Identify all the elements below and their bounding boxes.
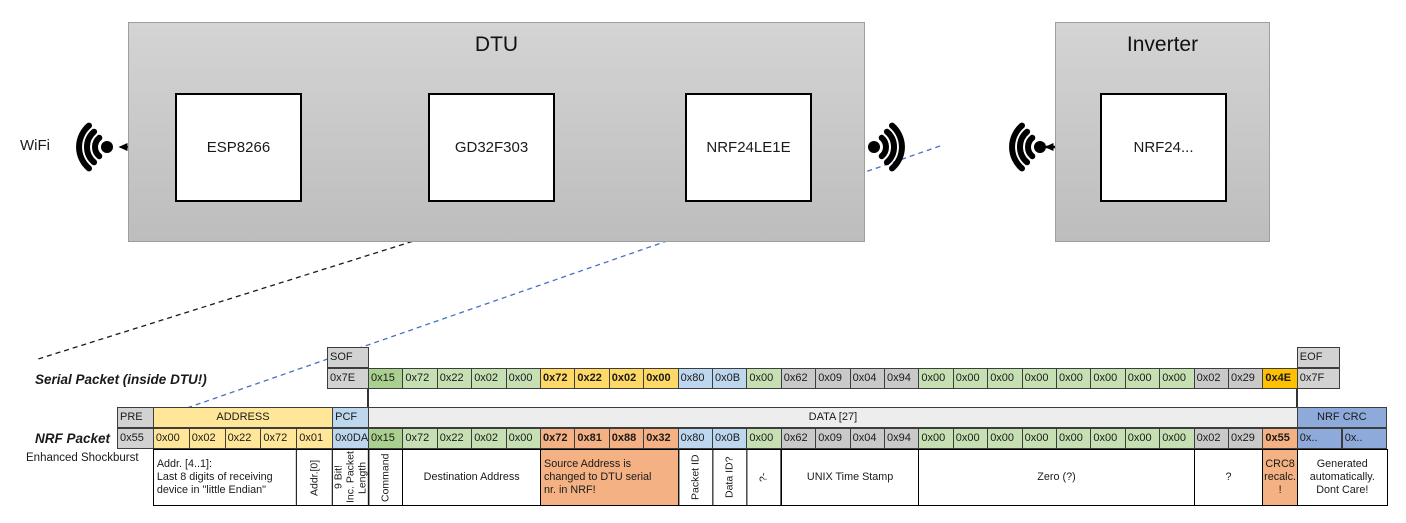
nrf-byte-cell: 0x81 (574, 428, 610, 449)
annotation-cell: CRC8 recalc. ! (1262, 449, 1298, 506)
serial-byte-cell: 0x80 (677, 368, 713, 389)
eof-header-cell: EOF (1296, 347, 1340, 368)
annotation-cell: 9 Bit! Inc. Packet Length (332, 449, 369, 506)
annotation-cell: Destination Address (402, 449, 541, 506)
serial-byte-cell: 0x00 (987, 368, 1023, 389)
wifi-signal-icon-inverter (1009, 122, 1046, 172)
nrf-byte-cell: 0x80 (677, 428, 713, 449)
nrf-byte-cell: 0x32 (643, 428, 679, 449)
nrf-byte-cell: 0x00 (1124, 428, 1161, 449)
nrf-header-cell: ADDRESS (152, 407, 334, 428)
annotation-cell: Addr. [4..1]: Last 8 digits of receiving… (152, 449, 298, 506)
nrf-prefix-cell: 0x72 (260, 428, 298, 449)
serial-byte-cell: 0x00 (1021, 368, 1057, 389)
nrf-byte-cell: 0x88 (608, 428, 645, 449)
node-esp8266: ESP8266 (175, 93, 302, 202)
serial-byte-cell: 0x00 (918, 368, 954, 389)
node-nrf24le1e: NRF24LE1E (685, 93, 812, 202)
nrf-prefix-cell: 0x55 (117, 428, 154, 449)
nrf-byte-cell: 0x00 (1090, 428, 1126, 449)
nrf-crc-cell: 0x.. (1341, 428, 1387, 449)
serial-packet-label: Serial Packet (inside DTU!) (35, 372, 207, 387)
nrf-data-header-cell: DATA [27] (368, 407, 1298, 428)
nrf-byte-cell: 0x29 (1228, 428, 1264, 449)
nrf-header-cell: PCF (332, 407, 369, 428)
nrf-prefix-cell: 0x0DA (332, 428, 369, 449)
annotation-cell: Zero (?) (918, 449, 1195, 506)
serial-byte-cell: 0x29 (1228, 368, 1264, 389)
nrf-byte-cell: 0x94 (884, 428, 920, 449)
serial-byte-cell: 0x02 (471, 368, 507, 389)
nrf-prefix-cell: 0x22 (224, 428, 262, 449)
serial-byte-cell: 0x00 (1056, 368, 1092, 389)
annotation-cell: ?- (746, 449, 782, 506)
serial-byte-cell: 0x04 (849, 368, 885, 389)
nrf-prefix-cell: 0x00 (152, 428, 190, 449)
nrf-byte-cell: 0x72 (402, 428, 438, 449)
nrf-byte-cell: 0x00 (918, 428, 954, 449)
nrf-prefix-cell: 0x01 (296, 428, 334, 449)
nrf-byte-cell: 0x00 (1021, 428, 1057, 449)
nrf-byte-cell: 0x62 (780, 428, 817, 449)
annotation-cell: Addr.[0] (296, 449, 334, 506)
eof-value-cell: 0x7F (1296, 368, 1340, 389)
node-nrf24-inverter: NRF24... (1100, 93, 1227, 202)
nrf-byte-cell: 0x04 (849, 428, 885, 449)
serial-byte-cell: 0x94 (884, 368, 920, 389)
annotation-cell: Generated automatically. Dont Care! (1296, 449, 1388, 506)
serial-byte-cell: 0x02 (1193, 368, 1229, 389)
serial-byte-cell: 0x62 (780, 368, 817, 389)
dtu-title: DTU (474, 33, 519, 56)
nrf-byte-cell: 0x00 (952, 428, 989, 449)
nrf-byte-cell: 0x0B (712, 428, 748, 449)
annotation-cell: Source Address is changed to DTU serial … (540, 449, 679, 506)
inverter-title: Inverter (1126, 33, 1199, 56)
nrf-crc-cell: 0x.. (1296, 428, 1342, 449)
annotation-cell: Packet ID (677, 449, 713, 506)
nrf-byte-cell: 0x15 (368, 428, 404, 449)
serial-byte-cell: 0x00 (1090, 368, 1126, 389)
wifi-signal-icon-dtu (868, 122, 905, 172)
nrf-byte-cell: 0x00 (1159, 428, 1195, 449)
serial-byte-cell: 0x02 (608, 368, 645, 389)
annotation-cell: ? (1193, 449, 1264, 506)
nrf-crc-header-cell: NRF CRC (1296, 407, 1387, 428)
sof-header-cell: SOF (327, 347, 369, 368)
annotation-cell: Data ID? (712, 449, 748, 506)
wifi-signal-icon-left (76, 122, 113, 172)
nrf-packet-label: NRF Packet (35, 431, 111, 446)
node-gd32f303: GD32F303 (428, 93, 555, 202)
nrf-prefix-cell: 0x02 (188, 428, 226, 449)
nrf-byte-cell: 0x02 (471, 428, 507, 449)
serial-byte-cell: 0x00 (1124, 368, 1161, 389)
nrf-byte-cell: 0x02 (1193, 428, 1229, 449)
serial-byte-cell: 0x09 (815, 368, 851, 389)
annotation-cell: Command (368, 449, 404, 506)
nrf-header-cell: PRE (117, 407, 154, 428)
serial-byte-cell: 0x0B (712, 368, 748, 389)
serial-byte-cell: 0x4E (1262, 368, 1298, 389)
serial-byte-cell: 0x15 (368, 368, 404, 389)
nrf-byte-cell: 0x00 (746, 428, 782, 449)
nrf-byte-cell: 0x55 (1262, 428, 1298, 449)
serial-byte-cell: 0x00 (1159, 368, 1195, 389)
nrf-byte-cell: 0x09 (815, 428, 851, 449)
serial-byte-cell: 0x00 (952, 368, 989, 389)
nrf-byte-cell: 0x00 (1056, 428, 1092, 449)
nrf-byte-cell: 0x72 (540, 428, 576, 449)
annotation-cell: UNIX Time Stamp (780, 449, 920, 506)
serial-byte-cell: 0x72 (402, 368, 438, 389)
serial-byte-cell: 0x22 (436, 368, 473, 389)
serial-byte-cell: 0x72 (540, 368, 576, 389)
serial-byte-cell: 0x00 (746, 368, 782, 389)
serial-byte-cell: 0x22 (574, 368, 610, 389)
serial-byte-cell: 0x00 (643, 368, 679, 389)
nrf-byte-cell: 0x00 (505, 428, 541, 449)
nrf-byte-cell: 0x22 (436, 428, 473, 449)
wifi-label: WiFi (20, 137, 50, 154)
nrf-byte-cell: 0x00 (987, 428, 1023, 449)
sof-value-cell: 0x7E (327, 368, 369, 389)
enhanced-shockburst-label: Enhanced Shockburst (26, 452, 139, 464)
serial-byte-cell: 0x00 (505, 368, 541, 389)
